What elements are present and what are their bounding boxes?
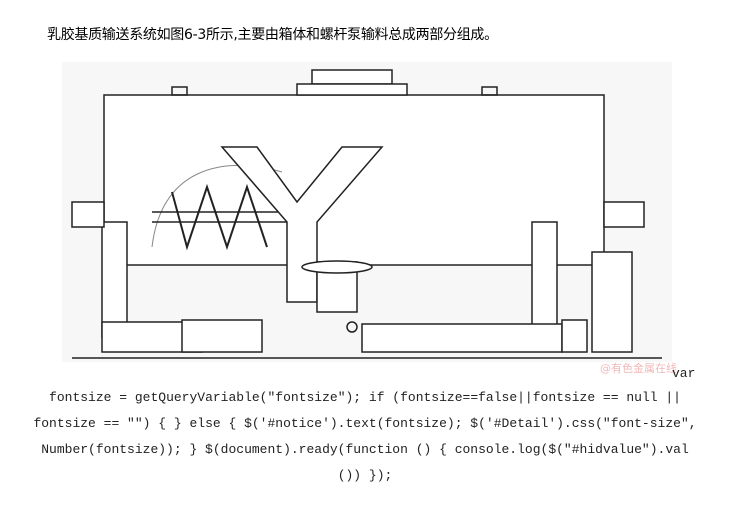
code-line-5: ()) });: [337, 468, 393, 483]
figure-watermark: @有色金属在线: [600, 362, 677, 375]
code-line-2: fontsize = getQueryVariable("fontsize");…: [49, 390, 681, 405]
code-line-1: var: [672, 366, 696, 381]
latex-matrix-conveying-system-diagram: [62, 62, 672, 362]
intro-paragraph: 乳胶基质输送系统如图6-3所示,主要由箱体和螺杆泵输料总成两部分组成。: [47, 27, 498, 43]
code-line-4: Number(fontsize)); } $(document).ready(f…: [41, 442, 689, 457]
code-line-3: fontsize == "") { } else { $('#notice').…: [33, 416, 697, 431]
